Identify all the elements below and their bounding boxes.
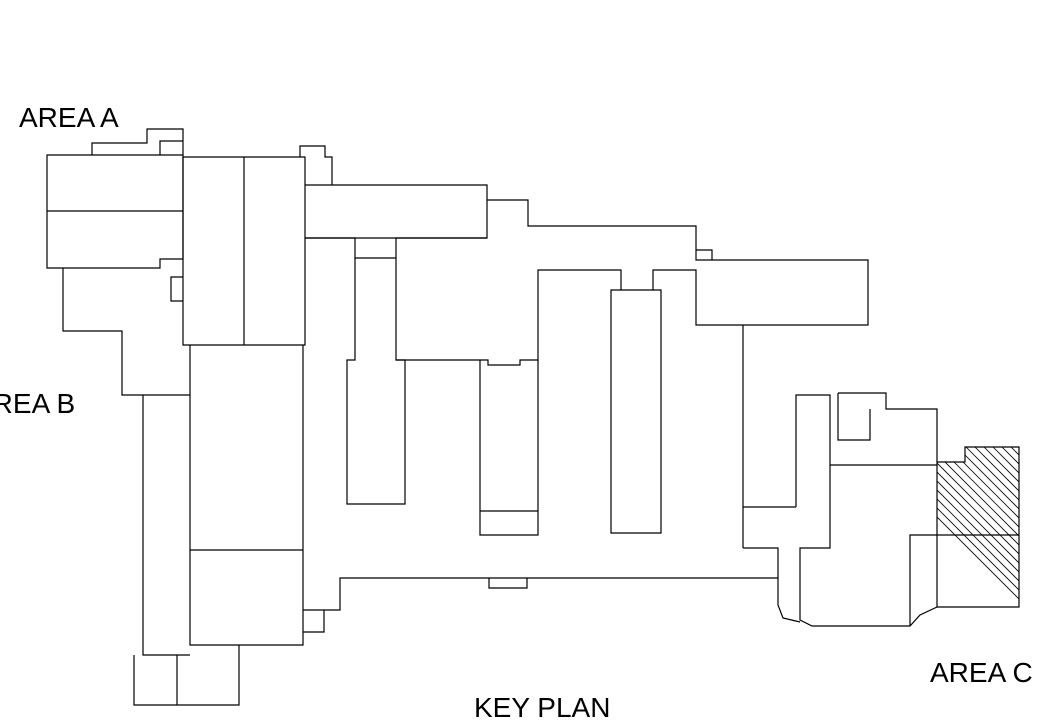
hatch-line — [937, 447, 1019, 607]
area-c-block — [795, 392, 938, 627]
key-plan-title: KEY PLAN — [474, 692, 611, 723]
hatch-line — [1031, 440, 1050, 620]
hatch-line — [937, 447, 1019, 607]
hatch-line — [937, 447, 1019, 607]
hatch-line — [937, 447, 1019, 607]
area-b-label: AREA B — [0, 388, 76, 419]
hatch-line — [958, 447, 1019, 607]
area-b-block — [62, 268, 304, 706]
hatch-line — [1022, 440, 1050, 620]
central-block — [303, 184, 869, 633]
hatch-line — [967, 447, 1019, 607]
hatch-line — [949, 447, 1019, 607]
area-a-label: AREA A — [19, 102, 119, 133]
area-c-label: AREA C — [930, 657, 1033, 688]
hatch-line — [1040, 440, 1050, 620]
hatch-line — [937, 447, 1019, 607]
hatch-line — [937, 447, 1019, 607]
hatch-line — [940, 447, 1019, 607]
area-a-block — [46, 128, 333, 346]
hatched-area — [936, 440, 1050, 620]
hatch-line — [937, 447, 1019, 607]
hatch-line — [994, 447, 1019, 607]
hatch-line — [1003, 447, 1019, 607]
hatch-line — [976, 447, 1019, 607]
hatch-line — [985, 447, 1019, 607]
hatch-line — [937, 447, 1019, 607]
hatch-line — [937, 447, 1019, 607]
